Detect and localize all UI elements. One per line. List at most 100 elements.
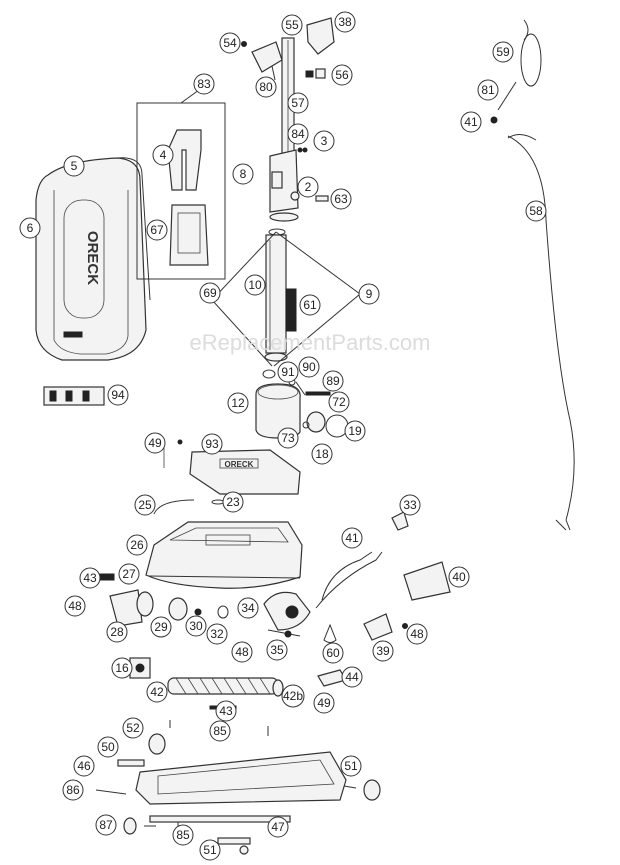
- callout-circle: [313, 130, 335, 152]
- callout-part-8: 8: [232, 163, 254, 185]
- callout-circle: [64, 595, 86, 617]
- callout-circle: [406, 623, 428, 645]
- callout-part-27: 27: [118, 563, 140, 585]
- callout-number: 40: [452, 570, 466, 584]
- callout-circle: [146, 219, 168, 241]
- callout-part-12: 12: [227, 392, 249, 414]
- callout-part-69: 69: [199, 282, 221, 304]
- callout-circle: [219, 32, 241, 54]
- callout-circle: [134, 494, 156, 516]
- callout-number: 10: [248, 278, 262, 292]
- callout-part-6: 6: [19, 217, 41, 239]
- callout-number: 32: [210, 627, 224, 641]
- switch-housing: [269, 147, 329, 222]
- callout-part-30: 30: [185, 615, 207, 637]
- callout-number: 2: [305, 180, 312, 194]
- outer-bag: ORECK: [35, 157, 151, 361]
- callout-part-49: 49: [313, 692, 335, 714]
- callout-part-32: 32: [206, 623, 228, 645]
- callout-number: 35: [270, 643, 284, 657]
- callout-number: 57: [291, 96, 305, 110]
- callout-circle: [146, 681, 168, 703]
- callout-circle: [199, 839, 221, 861]
- callout-part-23: 23: [222, 491, 244, 513]
- callout-part-55: 55: [281, 14, 303, 36]
- callout-circle: [328, 391, 350, 413]
- callout-number: 85: [176, 828, 190, 842]
- pivot-assembly: [255, 378, 349, 439]
- callout-number: 86: [66, 783, 80, 797]
- callout-number: 67: [150, 223, 164, 237]
- callout-circle: [322, 370, 344, 392]
- callout-part-83: 83: [193, 73, 215, 95]
- base-assembly: [95, 720, 381, 855]
- callout-circle: [448, 566, 470, 588]
- callout-part-73: 73: [277, 427, 299, 449]
- callout-part-26: 26: [126, 534, 148, 556]
- callout-circle: [73, 755, 95, 777]
- callout-number: 29: [154, 620, 168, 634]
- callout-circle: [152, 144, 174, 166]
- callout-number: 6: [27, 221, 34, 235]
- callout-circle: [106, 621, 128, 643]
- callout-circle: [172, 824, 194, 846]
- callout-circle: [525, 200, 547, 222]
- callout-circle: [237, 597, 259, 619]
- callout-circle: [199, 282, 221, 304]
- callout-circle: [266, 639, 288, 661]
- callout-part-80: 80: [255, 76, 277, 98]
- callout-number: 87: [99, 818, 113, 832]
- callout-circle: [340, 755, 362, 777]
- callout-part-29: 29: [150, 616, 172, 638]
- callout-number: 72: [332, 395, 346, 409]
- callout-part-86: 86: [62, 779, 84, 801]
- callout-part-47: 47: [267, 816, 289, 838]
- callout-part-56: 56: [331, 64, 353, 86]
- callout-number: 8: [240, 167, 247, 181]
- callout-circle: [201, 433, 223, 455]
- lower-tube: [211, 228, 361, 379]
- callout-number: 12: [231, 396, 245, 410]
- callout-part-52: 52: [122, 717, 144, 739]
- callout-part-59: 59: [492, 41, 514, 63]
- callout-circle: [372, 640, 394, 662]
- callout-number: 91: [281, 365, 295, 379]
- bag-clip-inset: [136, 89, 226, 280]
- callout-circle: [95, 814, 117, 836]
- bag-brand-label: ORECK: [84, 231, 101, 285]
- callout-circle: [97, 736, 119, 758]
- callout-number: 34: [241, 601, 255, 615]
- callout-circle: [322, 642, 344, 664]
- callout-circle: [313, 692, 335, 714]
- callout-number: 42b: [283, 689, 303, 703]
- callout-part-9: 9: [358, 283, 380, 305]
- callout-circle: [232, 163, 254, 185]
- callout-number: 60: [326, 646, 340, 660]
- callout-part-44: 44: [341, 666, 363, 688]
- callout-number: 46: [77, 759, 91, 773]
- callout-part-81: 81: [477, 79, 499, 101]
- callout-number: 80: [259, 80, 273, 94]
- callout-number: 51: [203, 843, 217, 857]
- callout-part-48: 48: [231, 641, 253, 663]
- callout-part-19: 19: [344, 420, 366, 442]
- callout-circle: [122, 717, 144, 739]
- callout-circle: [330, 188, 352, 210]
- callout-circle: [19, 217, 41, 239]
- callout-part-50: 50: [97, 736, 119, 758]
- motor-section: [97, 573, 311, 638]
- callout-circle: [477, 79, 499, 101]
- callout-number: 85: [213, 724, 227, 738]
- callout-part-43: 43: [215, 700, 237, 722]
- callout-number: 19: [348, 424, 362, 438]
- callout-part-85: 85: [209, 720, 231, 742]
- callout-part-35: 35: [266, 639, 288, 661]
- callout-circle: [63, 155, 85, 177]
- power-cord: [490, 19, 575, 531]
- callout-circle: [287, 92, 309, 114]
- callout-number: 28: [110, 625, 124, 639]
- callout-part-33: 33: [399, 494, 421, 516]
- callout-number: 59: [496, 45, 510, 59]
- callout-part-67: 67: [146, 219, 168, 241]
